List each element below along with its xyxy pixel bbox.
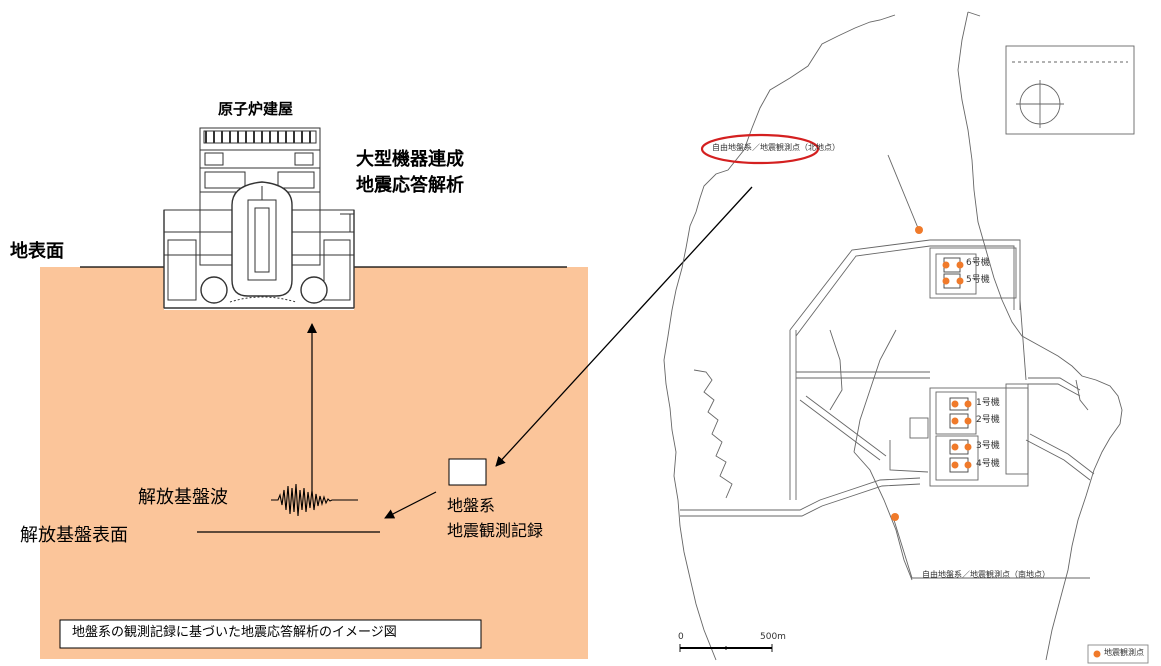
legend-label: 地震観測点 xyxy=(1104,648,1144,657)
record-label-line1: 地盤系 xyxy=(447,496,496,515)
unit-label: 2号機 xyxy=(976,415,1000,425)
bedrock-surface-label: 解放基盤表面 xyxy=(20,525,128,546)
record-to-bedrock-arrow xyxy=(384,491,437,519)
analysis-label-line2: 地震応答解析 xyxy=(356,175,464,196)
unit-label: 6号機 xyxy=(966,258,990,268)
scale-zero: 0 xyxy=(678,632,684,642)
unit-label: 1号機 xyxy=(976,398,1000,408)
observation-markers xyxy=(891,226,1101,658)
south-station-label: 自由地盤系／地震観測点（南地点） xyxy=(922,570,1050,579)
record-box xyxy=(448,458,487,486)
north-station-label: 自由地盤系／地震観測点（北地点） xyxy=(712,143,840,152)
scale-end: 500m xyxy=(760,632,786,642)
unit-label: 3号機 xyxy=(976,441,1000,451)
analysis-label-line1: 大型機器連成 xyxy=(356,149,464,170)
ground-block xyxy=(40,267,588,659)
ground-surface-label: 地表面 xyxy=(10,241,64,262)
site-map-drawing xyxy=(663,11,1149,664)
caption-box xyxy=(59,619,482,649)
bedrock-wave xyxy=(271,483,358,517)
caption: 地盤系の観測記録に基づいた地震応答解析のイメージ図 xyxy=(72,625,397,640)
unit-label: 4号機 xyxy=(976,459,1000,469)
building-label: 原子炉建屋 xyxy=(218,100,294,118)
unit-label: 5号機 xyxy=(966,275,990,285)
reactor-building-drawing xyxy=(163,127,355,310)
record-label-line2: 地震観測記録 xyxy=(447,521,544,540)
station-to-record-arrow xyxy=(495,186,753,467)
north-station-highlight xyxy=(700,133,820,165)
bedrock-wave-label: 解放基盤波 xyxy=(138,487,228,508)
